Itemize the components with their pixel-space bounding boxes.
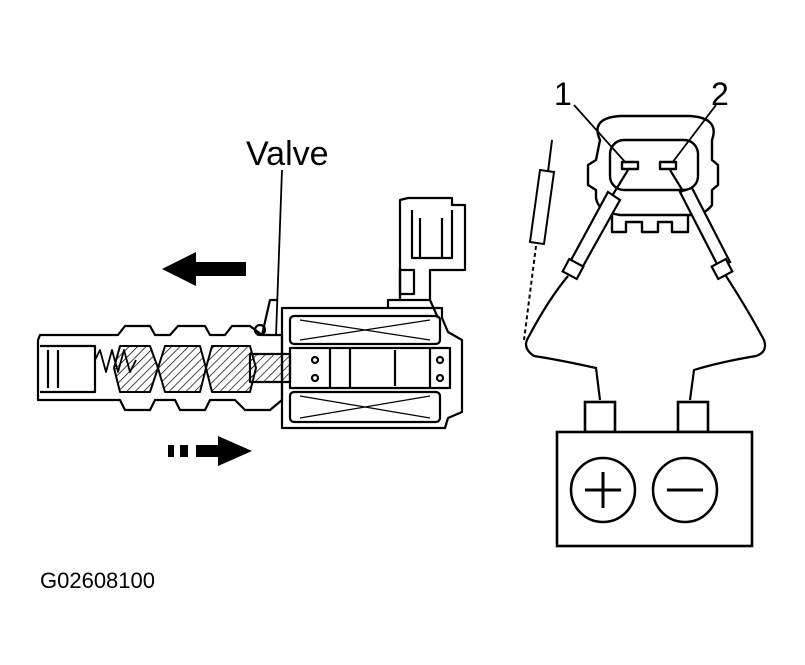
battery-positive-terminal [569,456,637,524]
plunger [288,346,452,390]
test-probe-right [669,169,767,401]
valve-connector [398,196,467,302]
solenoid-housing [280,306,464,430]
battery-negative-terminal [651,456,719,524]
battery [555,400,754,548]
spool-lands [113,345,257,393]
solid-arrow [162,252,246,286]
valve-leader-line [275,169,283,337]
pin-2-label: 2 [711,76,729,112]
valve-label: Valve [246,135,329,173]
pin-1-label: 1 [554,76,572,112]
figure-code: G02608100 [40,568,155,593]
pin-1-leader [573,104,627,164]
spool-shaft [248,352,292,384]
test-probe-left [524,169,629,401]
loose-probe [523,139,556,341]
valve-endcap [40,344,97,394]
dashed-arrow [168,436,252,466]
valve-assembly [36,196,467,430]
pin-2-leader [671,104,717,164]
